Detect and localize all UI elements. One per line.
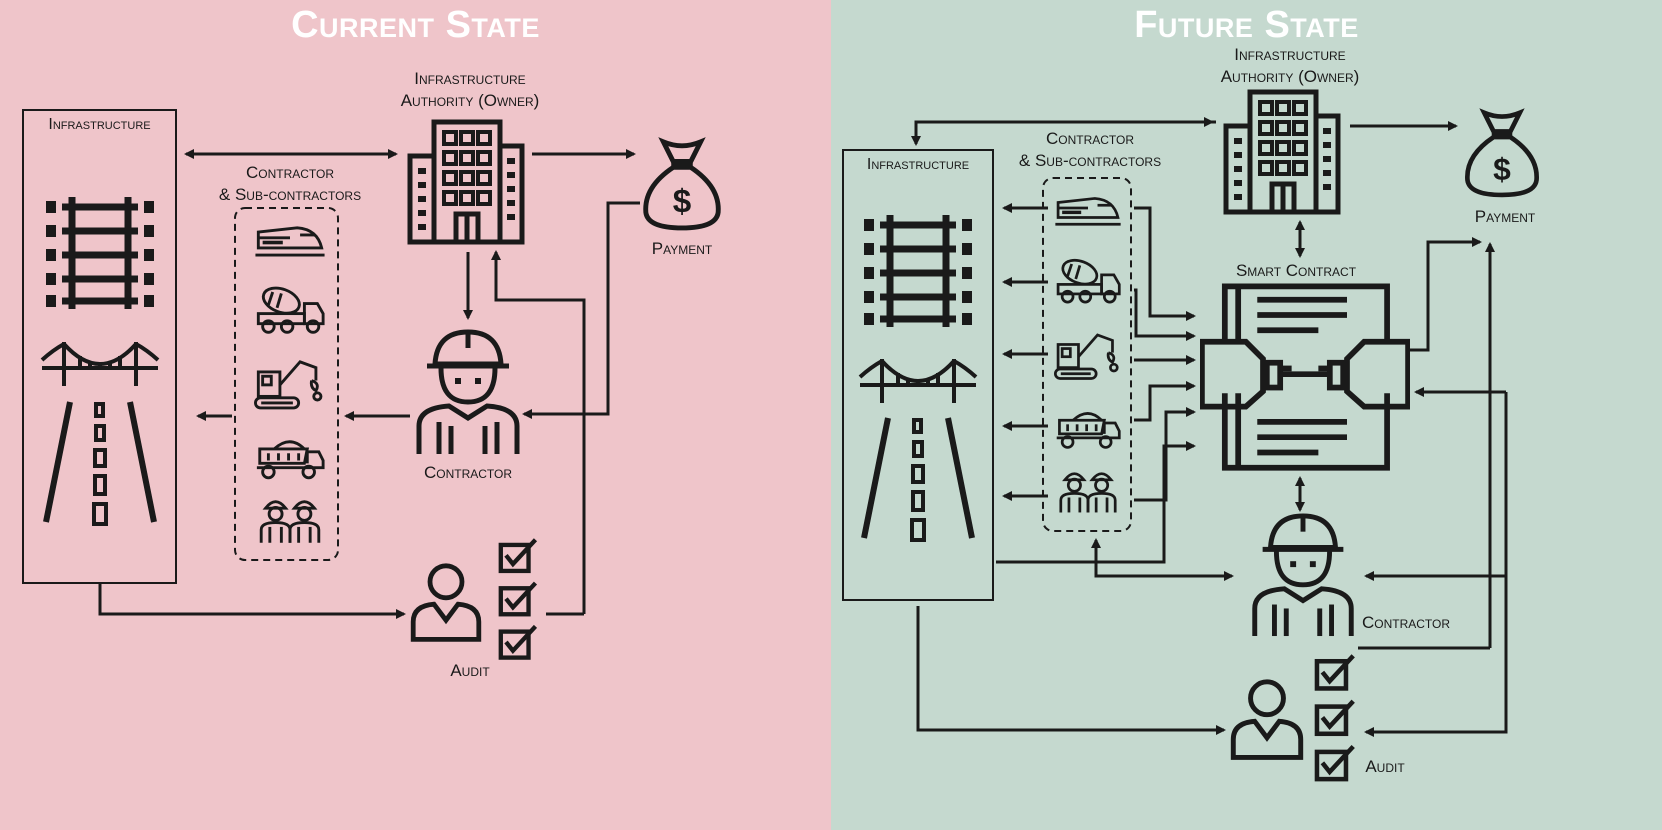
workers-icon — [259, 500, 321, 545]
owner-label-line1: Infrastructure — [414, 69, 526, 88]
current-arrows — [98, 149, 640, 619]
current-audit-label: Audit — [450, 661, 490, 680]
dump-truck-icon — [255, 440, 325, 480]
smart-contract-label: Smart Contract — [1235, 261, 1357, 280]
future-state-title: Future State — [1134, 4, 1359, 46]
owner-label-line1: Infrastructure — [1234, 45, 1346, 64]
future-contractors-label: Contractor & Sub-contractors — [990, 128, 1190, 172]
contractors-label-line1: Contractor — [1045, 129, 1135, 148]
workers-icon — [1059, 472, 1117, 515]
cement-mixer-icon — [1056, 256, 1121, 304]
owner-label-line2: Authority (Owner) — [400, 91, 540, 110]
money-bag-icon — [646, 142, 719, 228]
future-infrastructure-label: Infrastructure — [866, 156, 970, 173]
future-infrastructure-box — [842, 149, 994, 601]
owner-label-line2: Authority (Owner) — [1220, 67, 1360, 86]
future-audit-label: Audit — [1365, 757, 1405, 776]
current-infrastructure-label: Infrastructure — [48, 116, 151, 133]
building-icon — [1226, 92, 1338, 212]
building-icon — [410, 122, 522, 242]
money-bag-icon — [1467, 113, 1536, 195]
bridge-icon — [860, 359, 976, 403]
railway-track-icon — [46, 197, 154, 309]
contractors-label-line2: & Sub-contractors — [1018, 151, 1162, 170]
engineer-icon — [419, 332, 517, 454]
future-state-panel: Future State — [831, 0, 1662, 830]
checklist-icon — [501, 540, 536, 658]
road-icon — [46, 402, 154, 524]
dump-truck-icon — [1055, 412, 1121, 449]
cement-mixer-icon — [256, 284, 325, 334]
auditor-icon — [413, 566, 479, 640]
road-icon — [864, 418, 972, 540]
train-icon — [1054, 196, 1122, 226]
future-arrows — [911, 117, 1508, 737]
current-contractor-label: Contractor — [423, 463, 513, 482]
current-state-panel: Current State — [0, 0, 831, 830]
smart-contract-icon — [1202, 286, 1408, 467]
auditor-icon — [1233, 682, 1300, 758]
future-payment-label: Payment — [1474, 207, 1536, 226]
contractors-label-line2: & Sub-contractors — [218, 185, 362, 204]
current-contractors-label: Contractor & Sub-contractors — [190, 162, 390, 206]
current-payment-label: Payment — [651, 239, 713, 258]
future-contractor-label: Contractor — [1361, 613, 1451, 632]
bridge-icon — [42, 342, 158, 386]
excavator-icon — [1054, 333, 1119, 380]
train-icon — [254, 225, 326, 257]
current-contractors-group — [234, 207, 339, 561]
excavator-icon — [254, 360, 323, 410]
future-contractors-group — [1042, 177, 1132, 532]
contractors-label-line1: Contractor — [245, 163, 335, 182]
current-owner-label: Infrastructure Authority (Owner) — [360, 68, 580, 112]
current-state-title: Current State — [291, 4, 540, 46]
future-owner-label: Infrastructure Authority (Owner) — [1180, 44, 1400, 88]
railway-track-icon — [864, 215, 972, 327]
